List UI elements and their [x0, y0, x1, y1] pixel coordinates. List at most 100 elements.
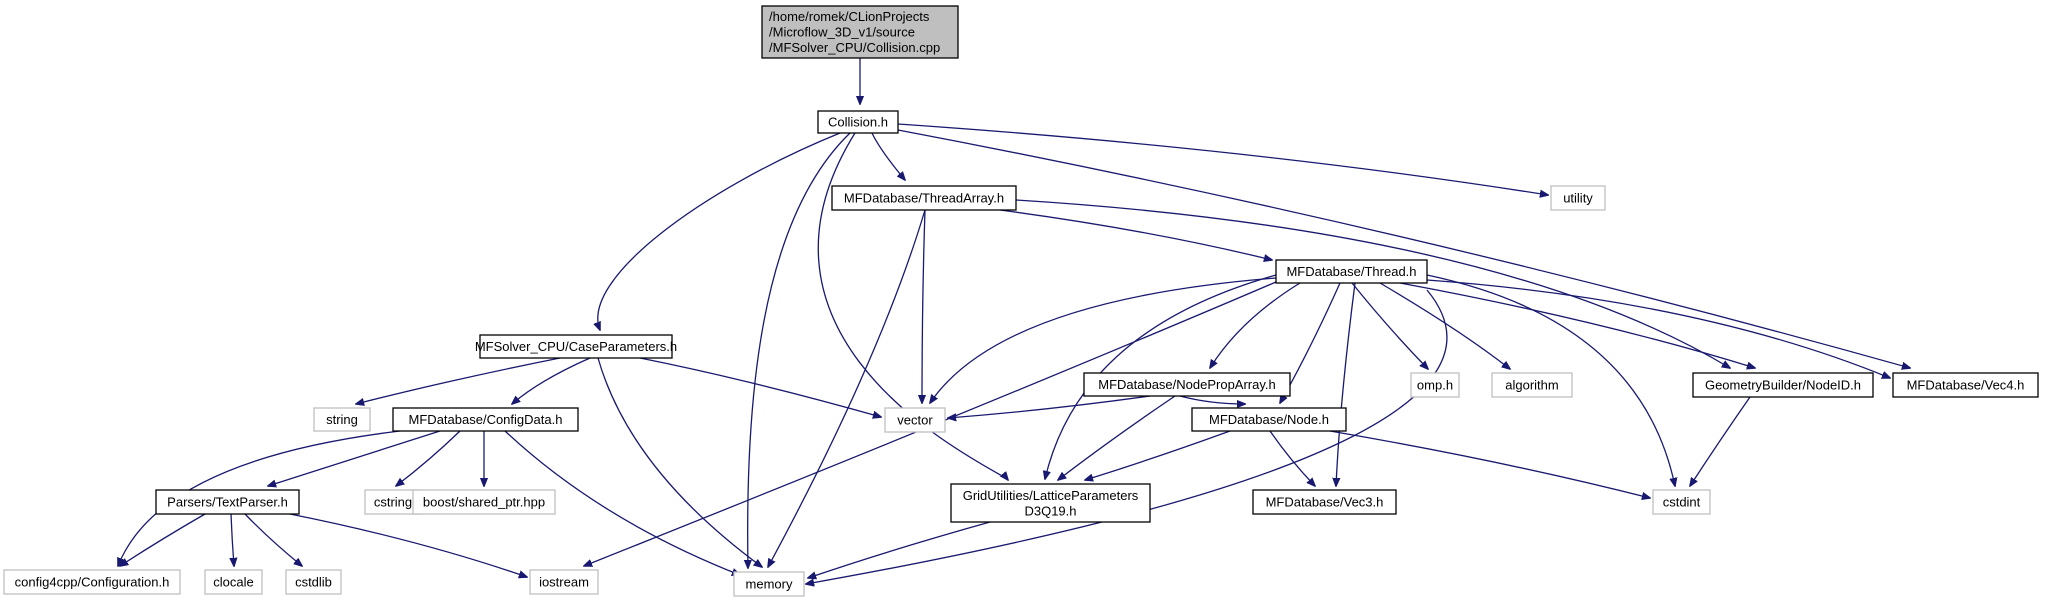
edge-nodeproparray-to-node_h — [1179, 395, 1245, 404]
edge-node_h-to-cstdint — [1329, 430, 1650, 498]
edge-line — [817, 132, 1008, 480]
node-box — [392, 407, 579, 432]
node-box — [1892, 372, 2039, 398]
node-label: GeometryBuilder/NodeID.h — [1705, 378, 1861, 393]
edge-line — [504, 430, 740, 575]
node-box — [364, 489, 422, 515]
node-nodeid[interactable]: GeometryBuilder/NodeID.h — [1692, 372, 1874, 398]
node-nodeproparray[interactable]: MFDatabase/NodePropArray.h — [1083, 372, 1291, 397]
node-algorithm: algorithm — [1491, 372, 1573, 398]
node-utility: utility — [1550, 185, 1606, 211]
node-box — [155, 489, 300, 515]
node-box — [285, 569, 342, 595]
edge-collision_h-to-threadarray — [871, 132, 905, 180]
node-box — [1275, 259, 1428, 284]
edge-line — [356, 357, 561, 404]
node-sharedptr: boost/shared_ptr.hpp — [412, 489, 556, 515]
node-collision_h[interactable]: Collision.h — [817, 110, 899, 134]
edge-configdata-to-textparser — [268, 430, 441, 486]
node-memory: memory — [733, 571, 805, 597]
edge-line — [244, 513, 302, 566]
edge-nodeproparray-to-vector — [948, 395, 1151, 418]
edge-line — [639, 357, 881, 417]
node-node_h[interactable]: MFDatabase/Node.h — [1191, 407, 1347, 432]
node-textparser[interactable]: Parsers/TextParser.h — [155, 489, 300, 515]
edge-configdata-to-configuration — [118, 430, 401, 566]
node-label: MFDatabase/Vec3.h — [1266, 495, 1384, 510]
node-label: D3Q19.h — [1024, 503, 1076, 518]
node-threadarray[interactable]: MFDatabase/ThreadArray.h — [831, 185, 1017, 211]
node-label: iostream — [539, 575, 589, 590]
edge-line — [748, 132, 851, 568]
edge-line — [1058, 395, 1176, 480]
edge-line — [1210, 282, 1301, 368]
node-box — [950, 483, 1151, 523]
nodes-layer: /home/romek/CLionProjects/Microflow_3D_v… — [3, 5, 2039, 597]
edge-line — [871, 132, 905, 180]
edge-thread-to-nodeid — [1399, 282, 1755, 368]
node-label: MFDatabase/Thread.h — [1286, 264, 1416, 279]
node-box — [761, 5, 959, 59]
edge-line — [1399, 282, 1755, 368]
edge-line — [999, 209, 1272, 260]
edge-thread-to-vec3 — [1336, 282, 1356, 486]
edge-line — [806, 289, 1448, 584]
node-box — [1410, 372, 1460, 398]
edge-thread-to-algorithm — [1379, 282, 1510, 369]
edge-line — [1085, 430, 1231, 480]
node-box — [817, 110, 899, 134]
node-label: GridUtilities/LatticeParameters — [963, 488, 1139, 503]
node-vec4[interactable]: MFDatabase/Vec4.h — [1892, 372, 2039, 398]
edge-thread-to-vec4 — [1426, 279, 1890, 378]
edge-line — [1690, 396, 1751, 486]
node-label: algorithm — [1505, 378, 1558, 393]
edge-thread-to-memory — [806, 289, 1448, 584]
node-label: MFDatabase/ThreadArray.h — [844, 191, 1004, 206]
node-label: /Microflow_3D_v1/source — [769, 25, 915, 40]
node-box — [884, 407, 946, 433]
node-iostream: iostream — [529, 569, 599, 595]
node-thread[interactable]: MFDatabase/Thread.h — [1275, 259, 1428, 284]
node-label: utility — [1563, 191, 1593, 206]
edge-node_h-to-vec3 — [1269, 430, 1315, 486]
edge-configdata-to-memory — [504, 430, 740, 575]
edge-caseparams-to-string — [356, 357, 561, 404]
node-caseparams[interactable]: MFSolver_CPU/CaseParameters.h — [475, 334, 677, 359]
node-box — [3, 569, 181, 595]
node-label: Parsers/TextParser.h — [167, 495, 288, 510]
node-label: cstring — [374, 495, 412, 510]
node-label: clocale — [213, 575, 253, 590]
node-box — [1491, 372, 1573, 398]
node-box — [412, 489, 556, 515]
node-label: boost/shared_ptr.hpp — [423, 495, 545, 510]
edge-collision_h-to-lattice — [817, 132, 1008, 480]
node-vector: vector — [884, 407, 946, 433]
node-configdata[interactable]: MFDatabase/ConfigData.h — [392, 407, 579, 432]
edge-line — [1336, 282, 1356, 486]
node-label: vector — [897, 413, 933, 428]
node-label: /MFSolver_CPU/Collision.cpp — [769, 40, 940, 55]
node-label: MFDatabase/NodePropArray.h — [1098, 377, 1276, 392]
edge-line — [1269, 430, 1315, 486]
node-label: omp.h — [1417, 378, 1453, 393]
node-string: string — [313, 407, 371, 432]
edge-thread-to-vector — [930, 277, 1277, 403]
node-vec3[interactable]: MFDatabase/Vec3.h — [1252, 489, 1397, 515]
edge-threadarray-to-thread — [999, 209, 1272, 260]
edge-line — [1015, 199, 1730, 368]
edge-line — [598, 132, 841, 330]
node-label: cstdlib — [295, 575, 332, 590]
edges-layer — [118, 58, 1910, 584]
node-box — [1083, 372, 1291, 397]
edge-thread-to-iostream — [584, 281, 1277, 566]
edge-configdata-to-cstring — [396, 430, 461, 486]
node-label: MFSolver_CPU/CaseParameters.h — [475, 339, 677, 354]
edge-threadarray-to-memory — [768, 209, 926, 567]
node-box — [479, 334, 673, 359]
edge-caseparams-to-vector — [639, 357, 881, 417]
edge-line — [897, 123, 1548, 195]
edge-line — [1179, 395, 1245, 404]
edge-threadarray-to-nodeid — [1015, 199, 1730, 368]
